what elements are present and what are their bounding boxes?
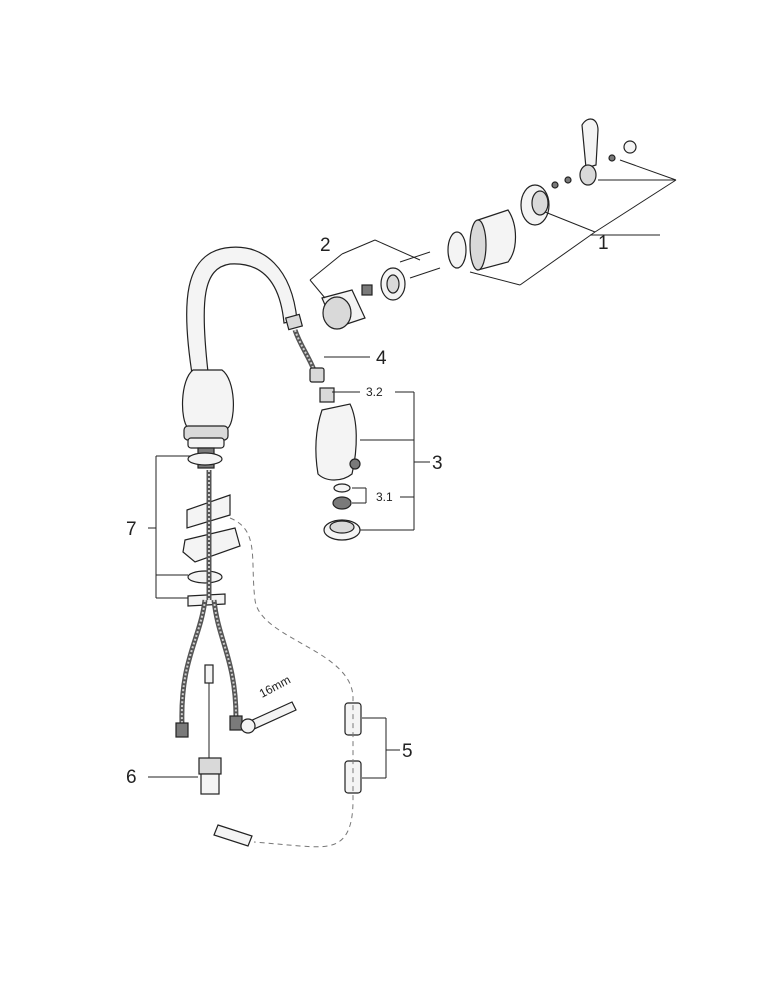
callout-7: 7 bbox=[126, 519, 137, 540]
leader-lines bbox=[148, 159, 677, 779]
wrench-tool bbox=[240, 701, 297, 734]
o-ring bbox=[447, 231, 467, 269]
hose-end-piece bbox=[213, 824, 253, 847]
handle-sleeve bbox=[469, 209, 517, 271]
supply-hoses bbox=[175, 470, 243, 760]
cartridge-screws bbox=[399, 251, 441, 279]
callout-4: 4 bbox=[376, 348, 387, 369]
callout-5: 5 bbox=[402, 741, 413, 762]
callout-3-2: 3.2 bbox=[366, 385, 383, 399]
hose-routing-path bbox=[229, 517, 354, 848]
callout-3: 3 bbox=[432, 453, 443, 474]
spray-hose bbox=[292, 329, 325, 383]
spray-head bbox=[315, 387, 361, 481]
handle-lever bbox=[551, 118, 637, 189]
callout-2: 2 bbox=[320, 235, 331, 256]
handle-cap bbox=[520, 184, 550, 226]
wrench-size-label: 16mm bbox=[257, 673, 293, 701]
quick-connector bbox=[198, 757, 222, 795]
callout-3-1: 3.1 bbox=[376, 490, 393, 504]
callout-1: 1 bbox=[598, 233, 609, 254]
cartridge bbox=[321, 284, 373, 330]
spray-aerator-parts bbox=[323, 483, 361, 541]
cartridge-nut bbox=[380, 267, 406, 301]
faucet-spout bbox=[186, 246, 304, 381]
callout-6: 6 bbox=[126, 767, 137, 788]
